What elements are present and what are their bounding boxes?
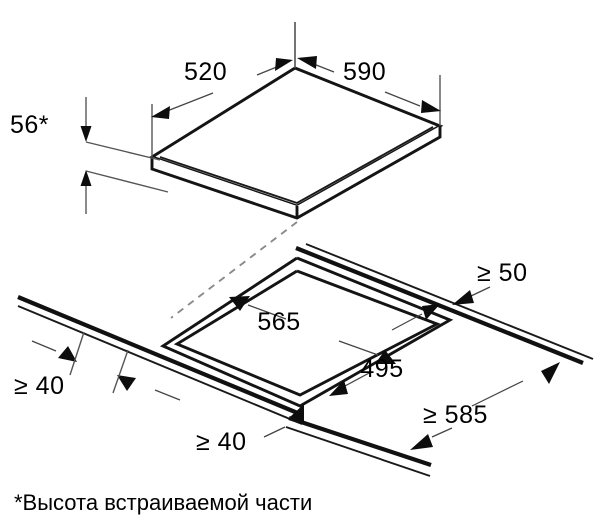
cooktop-panel <box>148 66 444 220</box>
footnote-text: *Высота встраиваемой части <box>14 490 312 515</box>
left-clearance-leader-upper <box>31 340 57 352</box>
depth-arrow-left <box>151 106 170 119</box>
cutout-depth-label: 495 <box>360 355 403 383</box>
worktop-depth-arrow-lower <box>410 434 433 450</box>
cutout-width-arrow-left <box>229 296 250 311</box>
worktop-front-edge-thin <box>285 426 431 477</box>
worktop-depth-arrow-upper <box>541 362 560 384</box>
cutout-depth-dimension: 495 <box>329 304 440 396</box>
depth-dimension-label: 520 <box>184 58 227 86</box>
cooktop-top-face <box>152 68 440 206</box>
width-dim-line-far <box>384 91 421 107</box>
depth-dim-line-near <box>161 92 214 114</box>
front-clearance-leader <box>263 426 286 438</box>
worktop-cutout <box>159 256 454 408</box>
front-clearance-dimension: ≥ 40 <box>196 404 304 456</box>
cooktop-left-side-face <box>152 157 297 218</box>
cutout-width-dim-right <box>338 340 379 356</box>
rear-clearance-label: ≥ 50 <box>477 259 527 287</box>
cutout-width-arrow-right <box>375 350 396 364</box>
height-ext-lower <box>85 170 169 193</box>
worktop-depth-dimension: ≥ 585 <box>410 362 560 450</box>
cutout-depth-dim-lower <box>344 371 372 387</box>
height-dimension-label: 56* <box>10 111 49 139</box>
worktop-left-edge <box>17 295 301 416</box>
worktop-left-edge-thin <box>17 305 303 425</box>
cutout-depth-arrow-upper <box>422 304 440 320</box>
height-arrow-up <box>80 170 92 186</box>
left-clearance-tick-outer <box>69 331 85 376</box>
left-clearance-tick-inner <box>112 349 129 394</box>
rear-clearance-arrow <box>452 290 474 305</box>
height-ext-upper <box>85 141 161 161</box>
worktop-depth-leader-lower <box>431 427 453 438</box>
worktop-depth-label: ≥ 585 <box>423 401 488 429</box>
cooktop-depth-dimension: 520 <box>151 22 296 157</box>
worktop-rear-edge <box>295 246 584 365</box>
worktop-rear-edge-thin <box>305 243 594 360</box>
width-dimension-label: 590 <box>343 58 386 86</box>
left-clearance-arrow-upper <box>58 346 77 362</box>
cutout-inner-face <box>170 262 443 402</box>
cooktop-bevel-line <box>159 126 434 205</box>
depth-arrow-right <box>275 58 293 71</box>
worktop-depth-leader-upper <box>471 380 524 407</box>
cooktop-right-side-face <box>297 126 440 218</box>
width-arrow-left <box>297 56 317 69</box>
rear-clearance-leader <box>470 286 491 297</box>
cooktop-width-dimension: 590 <box>294 22 441 126</box>
left-clearance-label: ≥ 40 <box>14 372 64 400</box>
front-clearance-arrow <box>290 404 304 424</box>
cutout-inner-outline <box>173 269 441 397</box>
cutout-width-label: 565 <box>257 308 300 336</box>
width-arrow-right <box>421 100 441 113</box>
cutout-outer-outline <box>159 256 454 408</box>
cooktop-height-dimension: 56* <box>10 97 169 214</box>
cutout-width-dimension: 565 <box>229 296 396 364</box>
height-arrow-down <box>80 126 92 142</box>
cutout-width-dim-left <box>247 304 287 320</box>
rear-clearance-dimension: ≥ 50 <box>452 259 527 305</box>
worktop-surface <box>17 243 594 477</box>
left-clearance-arrow-lower <box>117 375 136 391</box>
cutout-depth-dim-upper <box>391 313 423 331</box>
worktop-front-edge <box>288 416 432 467</box>
left-clearance-leader-lower <box>154 389 181 401</box>
front-clearance-label: ≥ 40 <box>196 428 246 456</box>
projection-dashed-line <box>170 221 298 319</box>
left-clearance-dimension: ≥ 40 <box>14 331 181 401</box>
cutout-depth-arrow-lower <box>329 380 348 396</box>
